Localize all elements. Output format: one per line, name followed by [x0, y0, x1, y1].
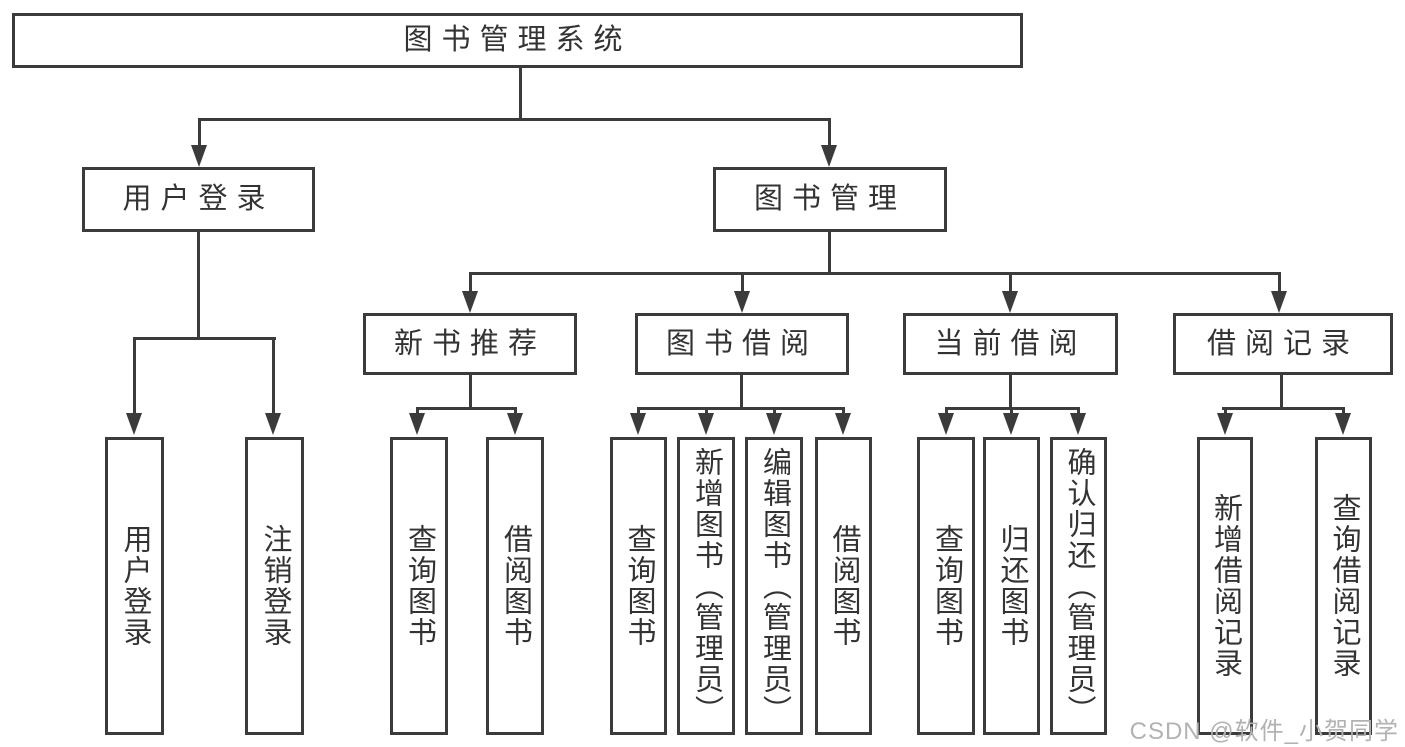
arrow-down-icon	[1271, 291, 1287, 313]
arrow-down-icon	[1003, 413, 1019, 435]
arrow-down-icon	[191, 145, 207, 167]
leaf-borrow-edit-books: 编辑图书（管理员）	[745, 437, 803, 735]
arrow-down-icon	[938, 413, 954, 435]
connector-line	[740, 375, 743, 407]
connector-line	[828, 118, 831, 146]
arrow-down-icon	[1335, 413, 1351, 435]
connector-line	[1278, 272, 1281, 292]
leaf-records-add-record: 新增借阅记录	[1197, 437, 1253, 735]
node-current-borrow: 当前借阅	[903, 313, 1118, 375]
connector-line	[133, 337, 276, 340]
leaf-borrow-query-books: 查询图书	[610, 437, 667, 735]
arrow-down-icon	[1070, 413, 1086, 435]
arrow-down-icon	[630, 413, 646, 435]
arrow-down-icon	[462, 291, 478, 313]
connector-line	[519, 68, 522, 118]
node-book-management: 图书管理	[713, 167, 947, 232]
arrow-down-icon	[698, 413, 714, 435]
node-new-book-recommend: 新书推荐	[363, 313, 577, 375]
arrow-down-icon	[265, 413, 281, 435]
leaf-records-query-record: 查询借阅记录	[1315, 437, 1372, 735]
node-borrow-records: 借阅记录	[1173, 313, 1393, 375]
connector-line	[1009, 375, 1012, 407]
arrow-down-icon	[126, 413, 142, 435]
connector-line	[1222, 407, 1344, 410]
connector-line	[272, 337, 275, 415]
leaf-recommend-borrow-books: 借阅图书	[486, 437, 544, 735]
arrow-down-icon	[766, 413, 782, 435]
connector-line	[416, 407, 516, 410]
connector-line	[469, 375, 472, 407]
watermark-text: CSDN @软件_小贺同学	[1129, 718, 1399, 745]
arrow-down-icon	[409, 413, 425, 435]
connector-line	[1280, 375, 1283, 407]
connector-line	[828, 232, 831, 272]
leaf-logout: 注销登录	[245, 437, 304, 735]
node-user-login-branch: 用户登录	[82, 167, 315, 232]
connector-line	[198, 118, 201, 146]
connector-line	[198, 118, 831, 121]
leaf-user-login: 用户登录	[105, 437, 164, 735]
leaf-recommend-query-books: 查询图书	[390, 437, 448, 735]
arrow-down-icon	[1217, 413, 1233, 435]
arrow-down-icon	[1002, 291, 1018, 313]
leaf-borrow-borrow-books: 借阅图书	[815, 437, 872, 735]
arrow-down-icon	[734, 291, 750, 313]
leaf-current-return-books: 归还图书	[983, 437, 1040, 735]
leaf-borrow-add-books: 新增图书（管理员）	[677, 437, 735, 735]
arrow-down-icon	[835, 413, 851, 435]
connector-line	[637, 407, 844, 410]
leaf-current-query-books: 查询图书	[917, 437, 975, 735]
arrow-down-icon	[821, 145, 837, 167]
connector-line	[469, 272, 1281, 275]
connector-line	[133, 337, 136, 415]
node-root: 图书管理系统	[12, 13, 1023, 68]
node-book-borrow: 图书借阅	[635, 313, 849, 375]
arrow-down-icon	[507, 413, 523, 435]
connector-line	[197, 232, 200, 337]
connector-line	[469, 272, 472, 292]
connector-line	[741, 272, 744, 292]
connector-line	[1009, 272, 1012, 292]
leaf-current-confirm-return: 确认归还（管理员）	[1050, 437, 1107, 735]
